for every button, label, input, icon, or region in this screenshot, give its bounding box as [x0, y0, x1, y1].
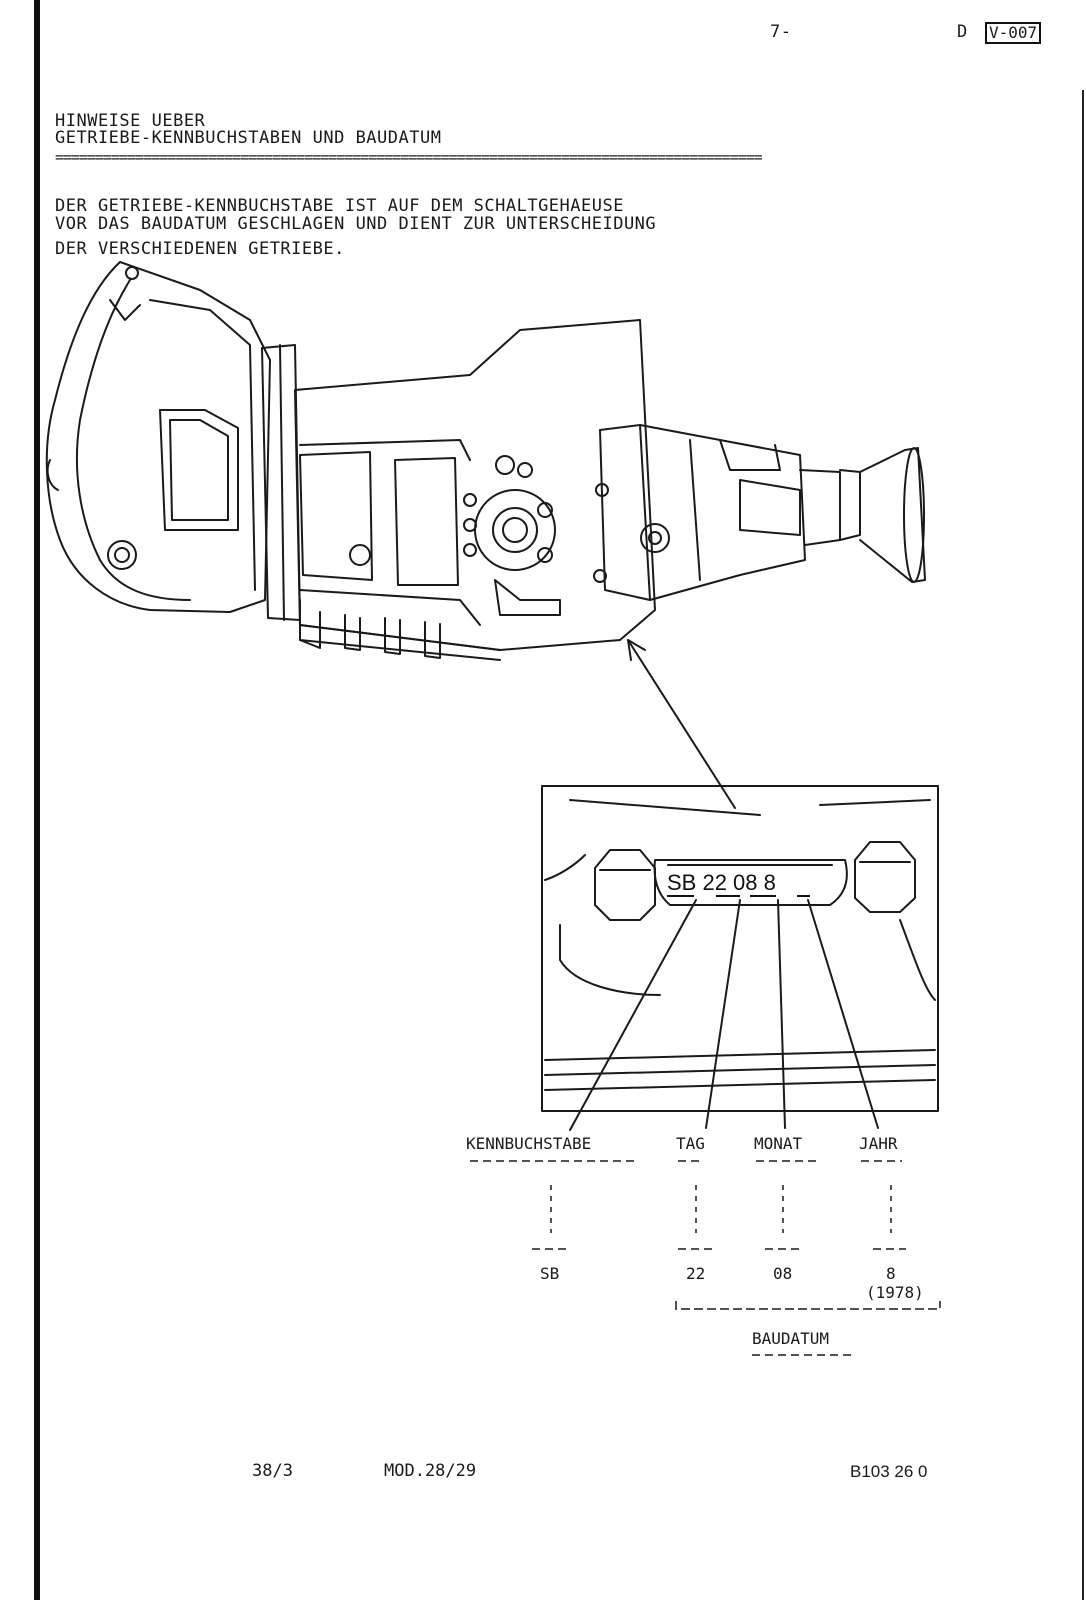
- page-title-line-1: HINWEISE UEBER: [55, 111, 206, 131]
- language-code: D: [957, 22, 968, 42]
- footer-model: MOD.28/29: [384, 1461, 477, 1481]
- page-title-line-2: GETRIEBE-KENNBUCHSTABEN UND BAUDATUM: [55, 128, 442, 148]
- baudatum-label: BAUDATUM: [752, 1329, 830, 1348]
- body-line-1: DER GETRIEBE-KENNBUCHSTABE IST AUF DEM S…: [55, 196, 624, 216]
- body-line-3: DER VERSCHIEDENEN GETRIEBE.: [55, 239, 345, 259]
- label-tag: TAG: [676, 1134, 705, 1153]
- label-monat: MONAT: [754, 1134, 803, 1153]
- binding-edge: [34, 0, 40, 1600]
- detail-inset: [541, 785, 939, 1112]
- value-jahr: 8: [886, 1264, 896, 1283]
- shift-cover: [474, 489, 556, 571]
- year-note: (1978): [866, 1283, 924, 1302]
- label-jahr: JAHR: [859, 1134, 898, 1153]
- page-edge: [1082, 90, 1084, 1600]
- rear-housing: [599, 424, 806, 601]
- stamp-arrow: [627, 639, 736, 809]
- value-tag: 22: [686, 1264, 706, 1283]
- title-rule: ========================================…: [55, 148, 763, 166]
- reference-box: V-007: [985, 22, 1042, 44]
- footer-code: B103 26 0: [850, 1462, 928, 1481]
- value-monat: 08: [773, 1264, 793, 1283]
- stamp-text: SB 22 08 8: [667, 870, 776, 895]
- page-number: 7-: [770, 22, 792, 42]
- label-kennbuchstabe: KENNBUCHSTABE: [466, 1134, 592, 1153]
- bell-housing: [45, 261, 271, 613]
- footer-left: 38/3: [252, 1461, 293, 1481]
- output-flange: [859, 447, 926, 583]
- value-kennbuchstabe: SB: [540, 1264, 560, 1283]
- body-line-2: VOR DAS BAUDATUM GESCHLAGEN UND DIENT ZU…: [55, 214, 657, 234]
